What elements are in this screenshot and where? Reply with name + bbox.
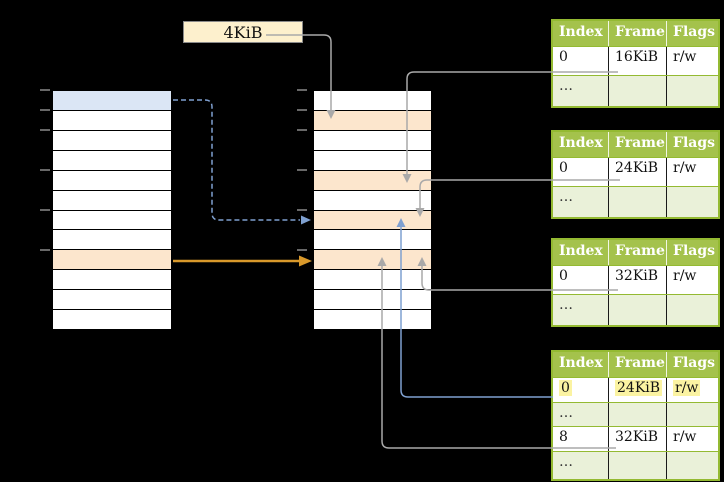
ellipsis-row: … — [553, 403, 718, 427]
table-cell: 24KiB — [609, 378, 667, 402]
table-cell: … — [553, 187, 609, 217]
table-cell: 24KiB — [609, 158, 667, 186]
virtual-page-row-white — [53, 290, 171, 311]
virtual-page-row-blue — [53, 91, 171, 111]
table-cell: … — [553, 452, 609, 479]
column-header: Index — [553, 21, 609, 46]
virtual-page-row-white — [53, 130, 171, 151]
table-cell: … — [553, 76, 609, 106]
physical-frame-row-white — [314, 310, 431, 330]
virtual-page-row-white — [53, 170, 171, 191]
table-cell — [667, 295, 718, 325]
table-cell: r/w — [667, 378, 718, 402]
physical-frame-row-orange — [314, 170, 431, 191]
column-header: Flags — [667, 132, 718, 157]
physical-frame-row-orange — [314, 210, 431, 231]
highlighted-value: 0 — [559, 380, 572, 396]
virtual-page-row-white — [53, 150, 171, 171]
column-header: Frame — [609, 352, 667, 377]
column-header: Frame — [609, 132, 667, 157]
table-cell: 0 — [553, 378, 609, 402]
table-cell — [609, 187, 667, 217]
physical-frame-row-white — [314, 150, 431, 171]
virtual-page-row-white — [53, 310, 171, 330]
column-header: Frame — [609, 21, 667, 46]
highlighted-value: r/w — [673, 380, 701, 396]
table-cell: r/w — [667, 158, 718, 186]
table-cell: 32KiB — [609, 427, 667, 451]
physical-frame-row-white — [314, 270, 431, 291]
table-cell: r/w — [667, 266, 718, 294]
table-cell: r/w — [667, 427, 718, 451]
arrow-virtual-orange-to-frame-icon — [173, 255, 312, 267]
table-cell: r/w — [667, 47, 718, 75]
arrow-virtual-blue-to-frame-icon — [173, 99, 311, 225]
virtual-page-row-orange — [53, 250, 171, 271]
virtual-page-row-white — [53, 210, 171, 231]
column-header: Index — [553, 240, 609, 265]
ellipsis-row: … — [553, 76, 718, 106]
table-cell — [609, 295, 667, 325]
column-header: Frame — [609, 240, 667, 265]
table-row: 0 24KiB r/w — [553, 378, 718, 403]
virtual-page-row-white — [53, 110, 171, 131]
table-cell — [667, 76, 718, 106]
table-cell — [609, 452, 667, 479]
physical-frame-row-white — [314, 190, 431, 211]
page-size-label: 4KiB — [183, 21, 303, 43]
column-header: Index — [553, 352, 609, 377]
highlighted-value: 24KiB — [615, 380, 663, 396]
physical-frame-row-orange — [314, 110, 431, 131]
table-cell — [667, 403, 718, 426]
column-header: Flags — [667, 240, 718, 265]
table-cell: 8 — [553, 427, 609, 451]
table-cell — [667, 187, 718, 217]
ellipsis-row: … — [553, 187, 718, 217]
physical-memory-column — [313, 90, 432, 330]
table-cell: 32KiB — [609, 266, 667, 294]
table-cell: … — [553, 295, 609, 325]
table-cell: 16KiB — [609, 47, 667, 75]
virtual-memory-column — [52, 90, 172, 330]
column-header: Index — [553, 132, 609, 157]
ellipsis-row: … — [553, 295, 718, 325]
virtual-page-row-white — [53, 190, 171, 211]
physical-frame-row-white — [314, 130, 431, 151]
table-cell: 0 — [553, 47, 609, 75]
table-cell — [609, 403, 667, 426]
physical-frame-row-white — [314, 290, 431, 311]
table-cell — [609, 76, 667, 106]
table-cell — [667, 452, 718, 479]
column-header: Flags — [667, 352, 718, 377]
physical-frame-row-white — [314, 230, 431, 251]
table-cell: 0 — [553, 158, 609, 186]
table-cell: 0 — [553, 266, 609, 294]
ellipsis-row: … — [553, 452, 718, 479]
virtual-page-row-white — [53, 230, 171, 251]
physical-frame-row-orange — [314, 250, 431, 271]
physical-frame-row-white — [314, 91, 431, 111]
virtual-page-row-white — [53, 270, 171, 291]
column-header: Flags — [667, 21, 718, 46]
table-cell: … — [553, 403, 609, 426]
